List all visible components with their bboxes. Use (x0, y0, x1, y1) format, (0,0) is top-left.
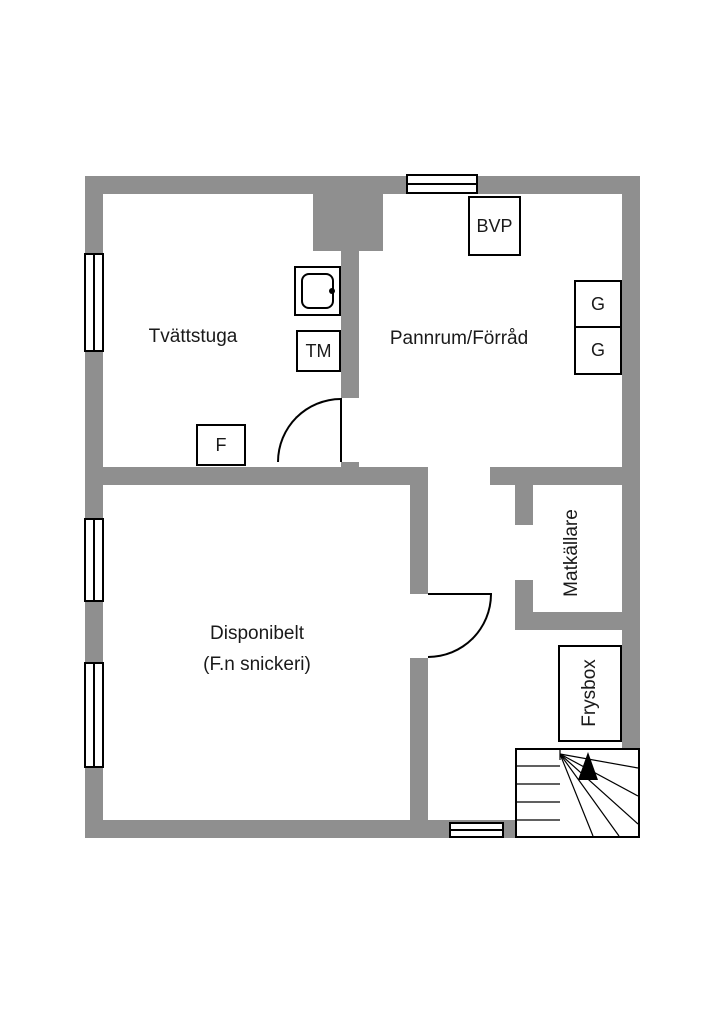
wall-laundry-boiler (341, 251, 359, 398)
wall-right (622, 176, 640, 748)
room-label-boiler: Pannrum/Förråd (389, 328, 529, 349)
wall-disponibelt-right-lower (410, 658, 428, 838)
room-label-frysbox: Frysbox (579, 659, 600, 727)
window-icon (84, 253, 104, 352)
sink-tap-icon (329, 288, 335, 294)
room-label-disponibelt-sub: (F.n snickeri) (203, 654, 311, 675)
wall-horizontal-right (490, 467, 640, 485)
window-icon (84, 518, 104, 602)
door-arc-laundry (277, 398, 341, 462)
wardrobe-box-top: G (574, 280, 622, 328)
door-arc-disponibelt (428, 594, 492, 658)
wardrobe-box-bottom: G (574, 326, 622, 375)
stairs-up-arrow-icon (578, 752, 598, 780)
wall-matkallare-bottom (515, 612, 640, 630)
room-label-disponibelt: Disponibelt (210, 623, 304, 644)
door-leaf-laundry (340, 398, 342, 462)
staircase-outline (515, 748, 640, 838)
f-appliance-box: F (196, 424, 246, 466)
heat-pump-box: BVP (468, 196, 521, 256)
window-icon (406, 174, 478, 194)
window-icon (84, 662, 104, 768)
sink-icon (294, 266, 341, 316)
chimney-block (313, 176, 383, 251)
wall-horizontal-left (85, 467, 428, 485)
wall-disponibelt-right-upper (410, 467, 428, 594)
room-label-laundry: Tvättstuga (148, 326, 238, 347)
wall-matkallare-left-upper (515, 485, 533, 525)
window-icon (449, 822, 504, 838)
wall-bottom (85, 820, 515, 838)
room-label-matkallare: Matkällare (561, 509, 582, 597)
door-leaf-disponibelt (428, 593, 492, 595)
freezer-box (558, 645, 622, 742)
washing-machine-box: TM (296, 330, 341, 372)
staircase (515, 748, 640, 838)
